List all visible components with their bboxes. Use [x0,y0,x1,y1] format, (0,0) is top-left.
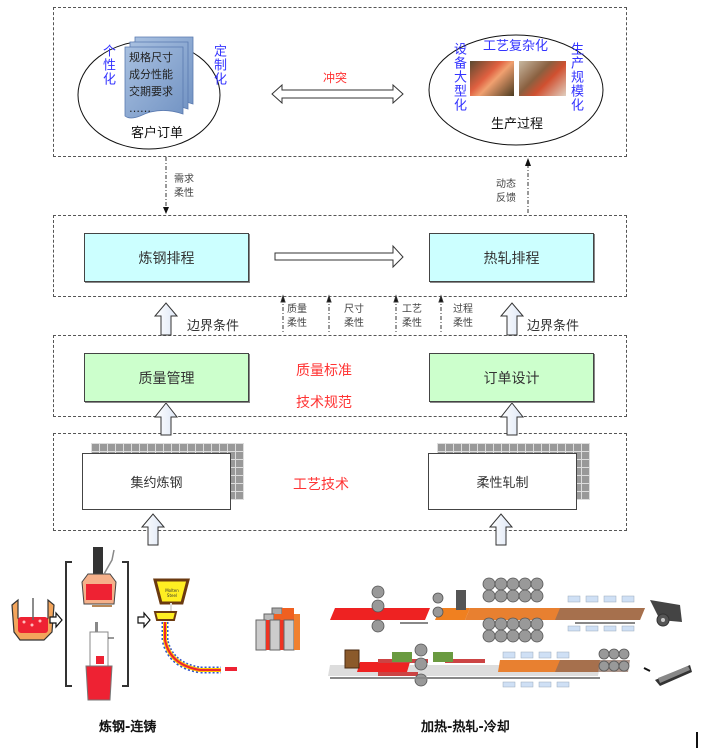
label-line: 柔性 [344,318,364,329]
label-line: 尺寸 [344,304,364,315]
doc-line: 规格尺寸 [129,51,173,64]
customer-order-title: 客户订单 [131,126,184,141]
tundish-label: Molten Steel [165,588,179,598]
scheduling-frame [53,215,627,297]
process-complexity-label: 工艺复杂化 [483,39,549,54]
boundary-arrow-left [153,302,179,336]
label-line: 柔性 [287,318,307,329]
production-photo-2 [519,61,566,96]
production-process-title: 生产过程 [491,117,544,132]
ladle-furnace-icon [81,547,117,607]
hot-rolling-schedule-box[interactable]: 热轧排程 [429,233,594,282]
plate-mill-line-bottom [328,643,692,688]
boundary-arrow-right [499,302,525,336]
demand-flex-label: 需求 柔性 [174,173,194,201]
boundary-condition-right: 边界条件 [527,319,580,334]
label-line: 动态 [496,179,516,190]
dynamic-feedback-label: 动态 反馈 [496,178,516,206]
label-line: 工艺 [402,304,422,315]
rh-degasser-icon [85,622,114,701]
top-frame [53,7,627,157]
boundary-condition-left: 边界条件 [187,319,240,334]
label-line: 过程 [453,304,473,315]
doc-line: 交期要求 [129,85,173,98]
procedure-flex-label: 过程 柔性 [453,303,473,331]
label-line: 柔性 [402,318,422,329]
bracket-right [122,561,129,687]
doc-line: 成分性能 [129,68,173,81]
size-flex-label: 尺寸 柔性 [344,303,364,331]
personalized-label: 个性化 [100,44,115,86]
production-process-ellipse [428,34,604,146]
steelmaking-casting-caption: 炼钢-连铸 [99,720,157,735]
schedule-flow-arrow [274,244,404,269]
quality-standard-label: 质量标准 [296,363,352,379]
process-flex-label: 工艺 柔性 [402,303,422,331]
label-line: 柔性 [174,188,194,199]
conflict-label: 冲突 [323,71,348,85]
order-document-icon [124,36,194,119]
tech-to-quality-arrow [153,402,179,436]
doc-line: …… [129,102,151,115]
label-line: 质量 [287,304,307,315]
order-doc-lines: 规格尺寸 成分性能 交期要求 …… [129,49,173,117]
converter-icon [11,598,55,641]
technical-spec-label: 技术规范 [296,395,352,411]
continuous-caster-icon [153,578,237,674]
order-design-box[interactable]: 订单设计 [429,353,594,402]
process-technology-label: 工艺技术 [293,477,349,493]
equipment-scale-label: 设备大型化 [451,42,466,112]
production-photo-1 [470,61,514,96]
slab-stack-icon [255,607,300,651]
hot-strip-mill-line-top [330,577,682,643]
label-line: 反馈 [496,193,516,204]
quality-management-box[interactable]: 质量管理 [84,353,249,402]
label-line: 需求 [174,174,194,185]
quality-flex-label: 质量 柔性 [287,303,307,331]
production-scale-label: 生产规模化 [568,42,583,112]
conflict-double-arrow [271,83,404,105]
steelmaking-schedule-box[interactable]: 炼钢排程 [84,233,249,282]
customized-label: 定制化 [211,44,226,86]
heating-rolling-cooling-caption: 加热-热轧-冷却 [421,720,510,735]
tech-to-order-arrow [499,402,525,436]
flexible-rolling-box[interactable]: 柔性轧制 [428,453,577,510]
bracket-left [65,561,72,687]
process-to-steelmaking-arrow [140,513,166,546]
process-to-rolling-arrow [488,513,514,546]
management-frame [53,335,627,417]
technology-frame [53,433,627,531]
flow-arrow-icon [49,611,63,629]
flow-arrow-icon [137,611,151,629]
intensive-steelmaking-box[interactable]: 集约炼钢 [82,453,231,510]
label-line: 柔性 [453,318,473,329]
